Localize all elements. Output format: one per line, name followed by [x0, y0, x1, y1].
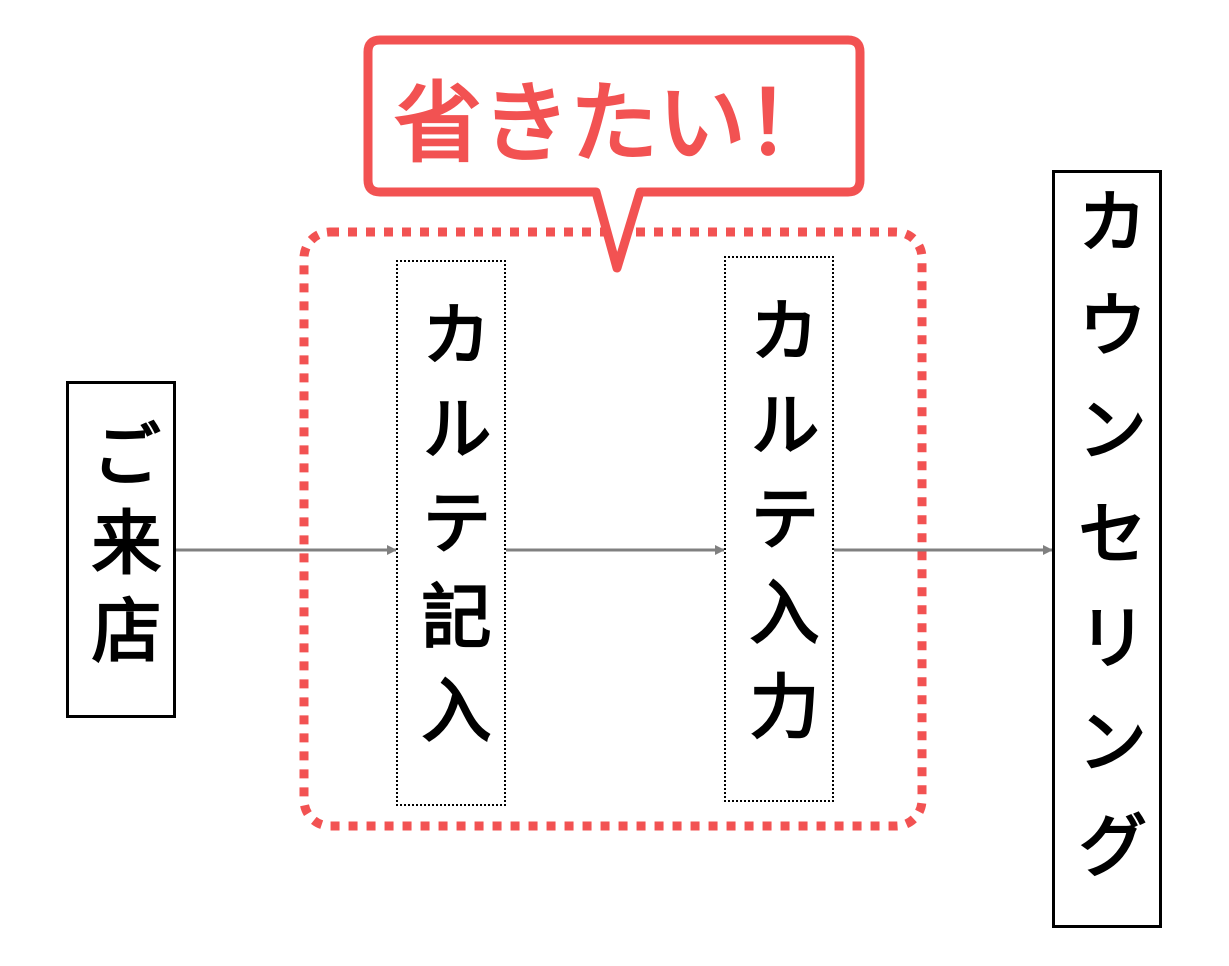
step-visit: ご来店 [66, 381, 176, 718]
step-visit-label: ご来店 [80, 417, 162, 682]
step-counseling-label: カウンセリング [1066, 185, 1148, 913]
step-chart-input-label: カルテ入力 [738, 294, 820, 764]
step-chart-input: カルテ入力 [724, 256, 834, 802]
step-chart-write: カルテ記入 [396, 260, 506, 806]
callout-text: 省きたい！ [393, 71, 834, 175]
step-chart-write-label: カルテ記入 [410, 298, 492, 768]
step-counseling: カウンセリング [1052, 170, 1162, 928]
callout-bubble [363, 35, 865, 273]
